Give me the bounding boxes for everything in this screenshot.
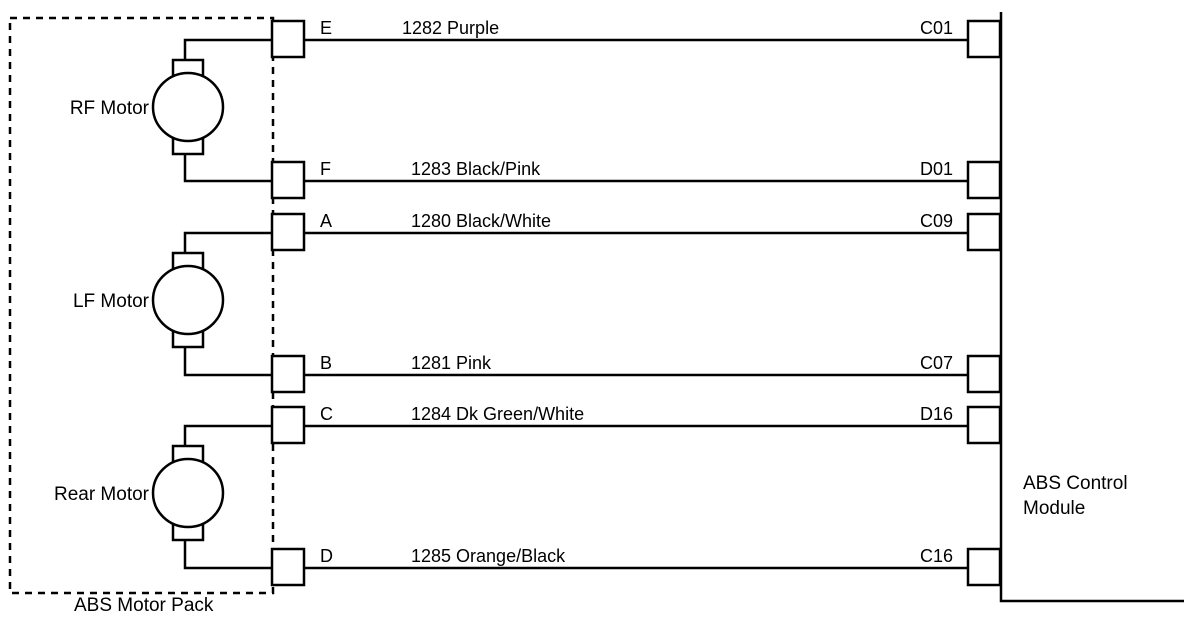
motor-label: RF Motor <box>70 98 150 119</box>
module-pin-label: C01 <box>920 18 953 38</box>
module-pin-label: D16 <box>920 404 953 424</box>
motor-pack-outline <box>8 16 275 595</box>
pack-pin-label: C <box>320 404 333 424</box>
circuit-a: A 1280 Black/White C09 <box>270 211 1002 252</box>
pack-connector-terminal <box>270 547 306 587</box>
pack-pin-label: F <box>320 159 331 179</box>
circuit-b: B 1281 Pink C07 <box>270 353 1002 394</box>
motor-bottom-lead <box>183 538 272 570</box>
pack-pin-label: D <box>320 546 333 566</box>
module-connector-terminal <box>966 212 1002 252</box>
motor-bottom-lead <box>183 345 272 377</box>
pack-connector-terminal <box>270 354 306 394</box>
motor-armature <box>151 457 225 529</box>
module-pin-label: C16 <box>920 546 953 566</box>
wire-label: 1282 Purple <box>402 18 499 38</box>
module-pin-label: C07 <box>920 353 953 373</box>
wire-label: 1285 Orange/Black <box>411 546 566 566</box>
module-connector-terminal <box>966 547 1002 587</box>
motor-top-lead <box>183 424 272 448</box>
wire-label: 1280 Black/White <box>411 211 551 231</box>
motor-2: LF Motor <box>73 231 272 377</box>
pack-connector-terminal <box>270 160 306 200</box>
wire-label: 1281 Pink <box>411 353 492 373</box>
motor-top-lead <box>183 38 272 62</box>
module-connector-terminal <box>966 19 1002 59</box>
circuit-f: F 1283 Black/Pink D01 <box>270 159 1002 200</box>
circuit-e: E 1282 Purple C01 <box>270 18 1002 59</box>
circuit-d: D 1285 Orange/Black C16 <box>270 546 1002 587</box>
motor-top-lead <box>183 231 272 255</box>
motor-label: LF Motor <box>73 291 150 312</box>
pack-connector-terminal <box>270 405 306 445</box>
motor-1: RF Motor <box>70 38 272 183</box>
wire-label: 1283 Black/Pink <box>411 159 541 179</box>
module-connector-terminal <box>966 160 1002 200</box>
control-module-outline <box>999 12 1184 603</box>
motor-armature <box>151 71 225 143</box>
wire-label: 1284 Dk Green/White <box>411 404 584 424</box>
pack-connector-terminal <box>270 19 306 59</box>
motor-label: Rear Motor <box>54 484 150 505</box>
module-pin-label: C09 <box>920 211 953 231</box>
control-module-label: ABS Control Module <box>1023 473 1133 519</box>
motor-armature <box>151 264 225 336</box>
circuit-c: C 1284 Dk Green/White D16 <box>270 404 1002 445</box>
module-connector-terminal <box>966 354 1002 394</box>
motor-bottom-lead <box>183 152 272 183</box>
pack-connector-terminal <box>270 212 306 252</box>
pack-pin-label: E <box>320 18 332 38</box>
pack-pin-label: A <box>320 211 332 231</box>
module-connector-terminal <box>966 405 1002 445</box>
module-pin-label: D01 <box>920 159 953 179</box>
pack-pin-label: B <box>320 353 332 373</box>
motor-pack-label: ABS Motor Pack <box>74 595 214 616</box>
motor-3: Rear Motor <box>54 424 272 570</box>
